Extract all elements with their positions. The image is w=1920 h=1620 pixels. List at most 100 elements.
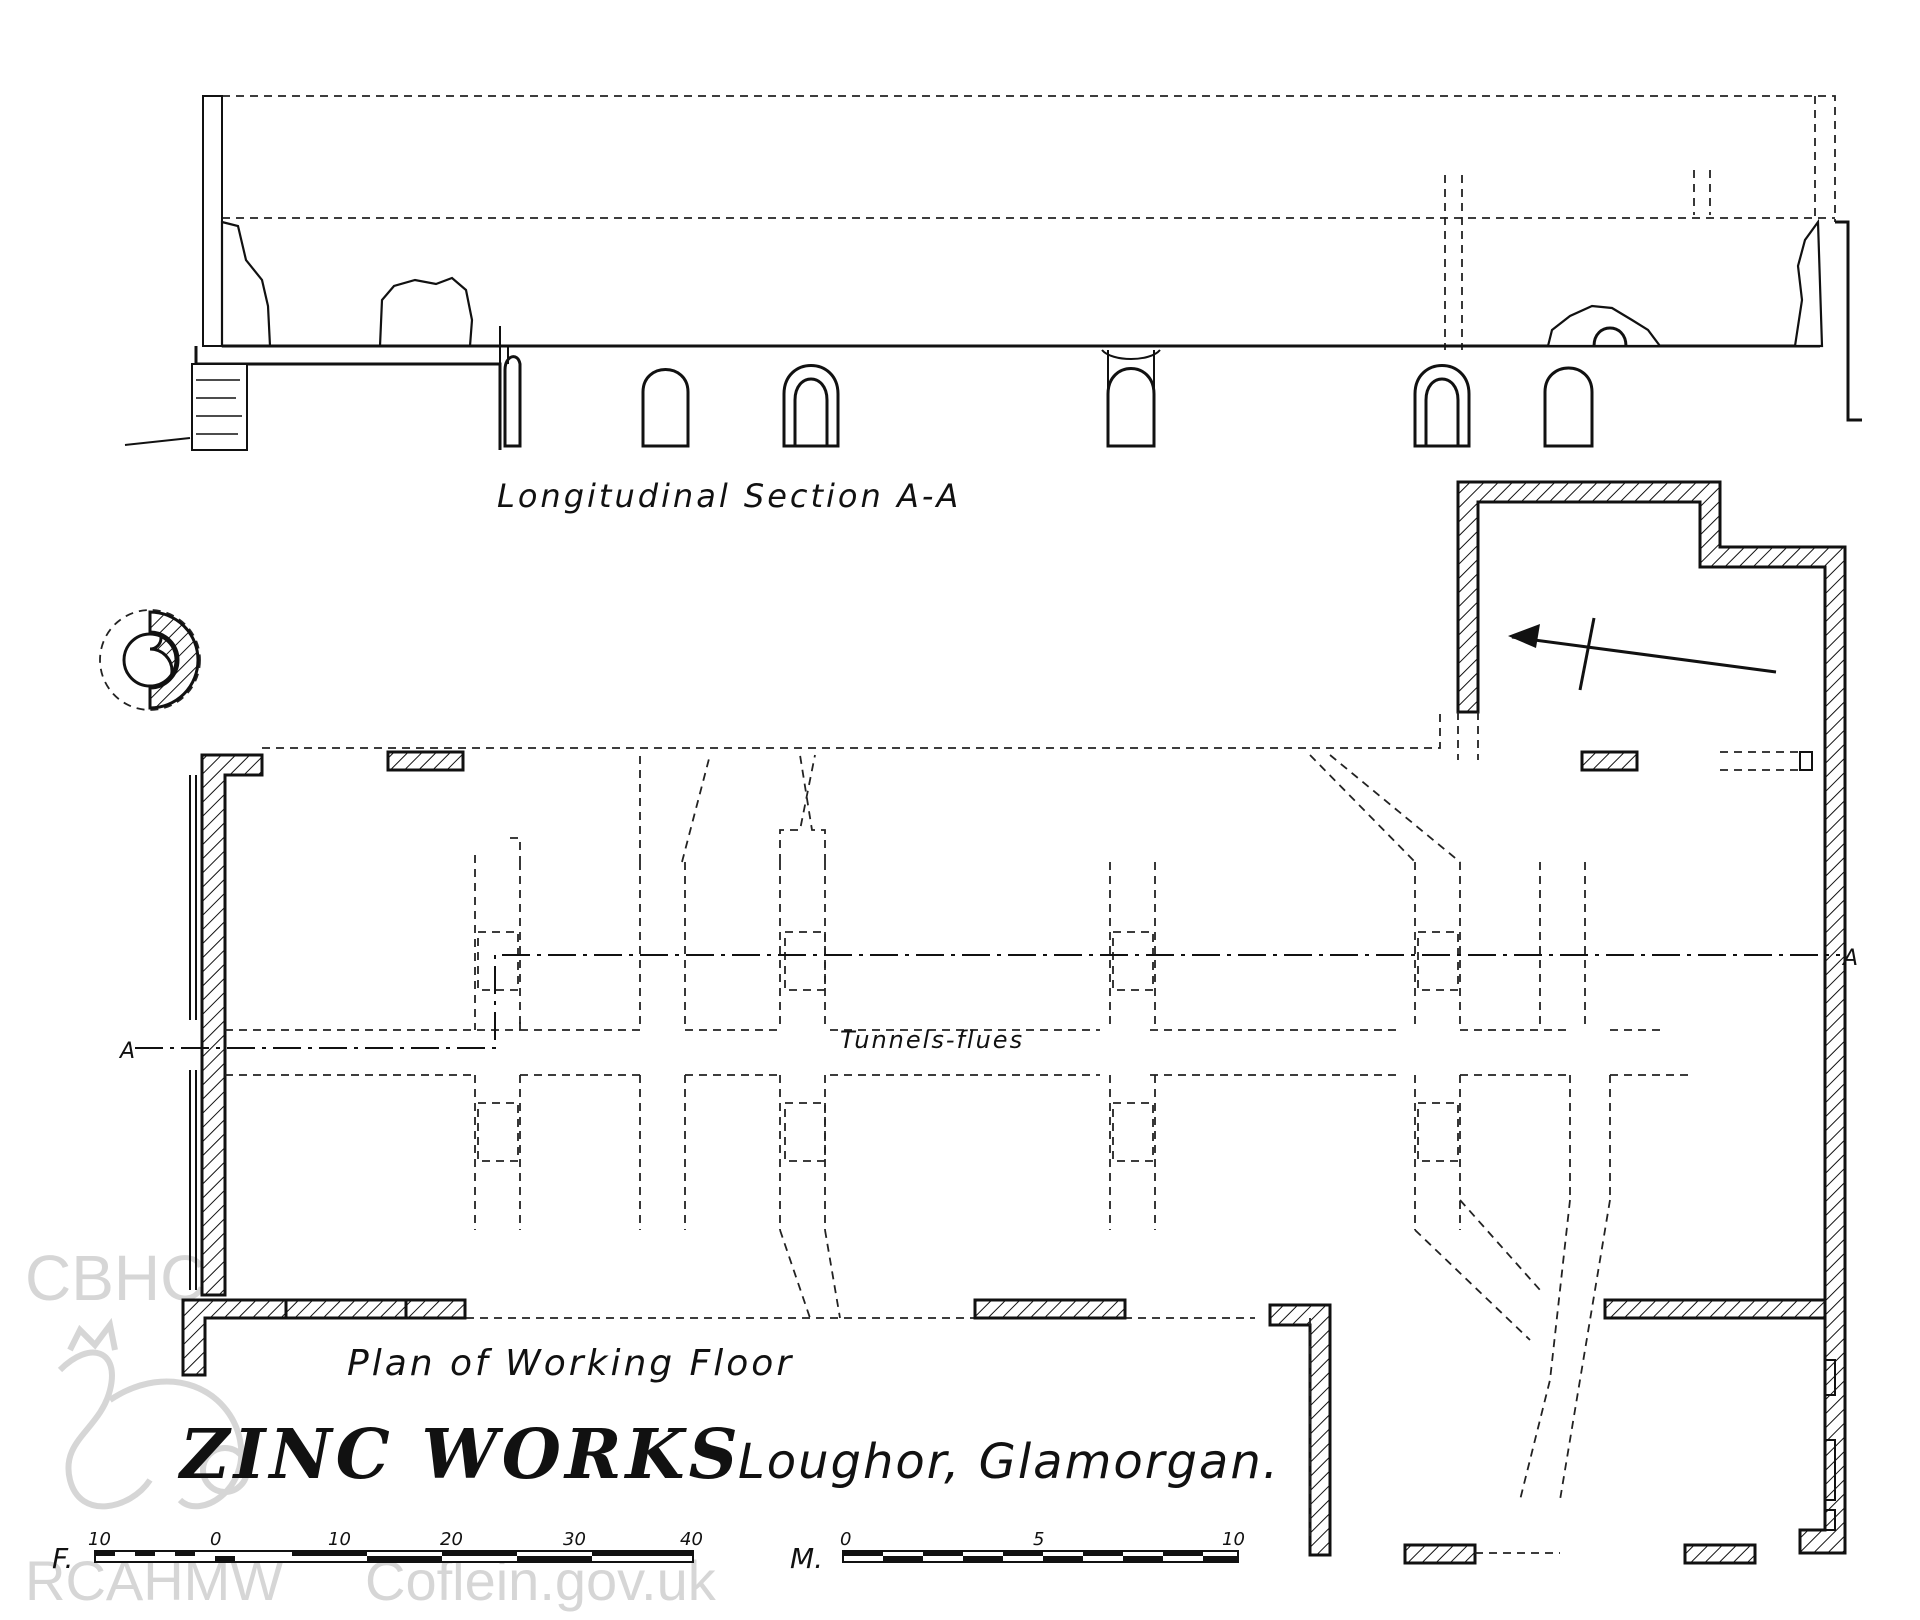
arch-opening [782,364,840,448]
plan-top-boundary [262,712,1441,749]
plan-lower-right-wall [1268,1303,1332,1557]
section-left-wall-ruin [220,220,272,348]
section-vertical-2 [1693,170,1711,215]
arch-opening-inner [793,377,829,446]
section-vertical-1 [1444,175,1463,350]
column-detail [99,609,201,711]
furnace-box [477,931,519,991]
feet-tick-label: 0 [210,1529,221,1550]
section-ground-line [124,437,191,446]
metre-scale-prefix: M. [790,1542,823,1575]
metre-tick-label: 10 [1222,1529,1245,1550]
wall-niche [1824,1359,1836,1396]
column-hatched-ring [148,610,200,710]
flue-slant [779,1229,841,1319]
flue-column [1539,862,1611,1200]
section-title: Longitudinal Section A-A [497,477,961,515]
furnace-box [1417,931,1459,991]
arch-opening [1413,364,1471,448]
flue-column [779,862,826,1230]
flue-column [639,862,686,1230]
arch-opening-inner [1424,377,1460,446]
column-outer-circle [99,609,201,711]
section-basement-block [191,363,248,451]
watermark-cbhc: CBHC [25,1242,206,1314]
section-furnace-ruin-right [1546,304,1663,348]
arch-opening [1543,366,1594,448]
section-basement-masonry [196,379,242,435]
metre-tick-label: 0 [840,1529,851,1550]
furnace-boxes [477,931,1459,1162]
section-left-wall [202,95,223,347]
plan-bottom-wall-fragment [284,1298,408,1320]
pier [1101,349,1161,360]
tunnel-horizontal [225,1020,1690,1076]
plan-annex-inner [1457,712,1479,760]
section-floor-slab [194,346,502,450]
furnace-box [784,931,826,991]
pier [1107,350,1155,394]
section-right-wall [1835,220,1862,422]
section-piers [1101,349,1161,394]
plan-annex-dashed-opening [1720,751,1800,771]
main-title: ZINC WORKS [177,1415,742,1495]
furnace-box [1417,1102,1459,1162]
arch-opening [641,368,690,448]
feet-scale-segments [95,1551,693,1562]
plan-top-wall-fragment [386,750,465,772]
furnace-box [477,1102,519,1162]
plan-bottom-stub-1 [1403,1543,1477,1565]
furnace-box [1112,931,1154,991]
section-right-wall-ruin [1793,218,1824,348]
dragon-logo-icon [57,1317,250,1510]
wall-niche [1824,1509,1836,1531]
metre-scale-segments [843,1551,1238,1562]
metre-scale-bar: M. 0 5 10 [790,1529,1245,1575]
location-subtitle: Loughor, Glamorgan. [738,1434,1280,1490]
flue-slant [1414,1199,1611,1501]
metre-tick-label: 5 [1033,1529,1044,1550]
flue-column [1414,862,1461,1230]
plan-right-wall-niches [1824,1359,1836,1531]
flue-column [474,855,521,1230]
longitudinal-section [124,95,1862,451]
plan-bottom-stub-2 [1683,1543,1757,1565]
arch-opening [503,355,522,448]
section-cut-line [135,954,1840,1049]
arch-opening [1106,367,1156,448]
section-roof-line [222,95,1836,222]
tunnels-flues-label: Tunnels-flues [840,1026,1024,1054]
feet-tick-label: 30 [563,1529,586,1550]
plan-annex-walls [1456,480,1847,1555]
plan-bottom-mid-wall [973,1298,1127,1320]
floor-plan: A A Tunnels-flues [118,480,1858,1565]
feet-tick-label: 40 [680,1529,703,1550]
section-arches [503,355,1594,448]
plan-flues [225,754,1690,1501]
plan-annex-jamb [1799,751,1813,771]
section-marker-right: A [1841,946,1858,971]
feet-tick-label: 20 [440,1529,463,1550]
feet-tick-label: 10 [328,1529,351,1550]
flue-slant [639,754,826,863]
plan-bottom-right-wall [1603,1298,1827,1320]
plan-left-wall-edge [189,775,197,1290]
flue-slant [1309,754,1461,863]
plan-title: Plan of Working Floor [347,1343,794,1384]
plan-annex-window [1580,750,1639,772]
furnace-box [784,1102,826,1162]
north-arrow-icon [1508,617,1777,691]
furnace-box [1112,1102,1154,1162]
column-inner-circle [122,632,178,688]
plan-left-wall [200,753,264,1297]
section-marker-left: A [118,1039,135,1064]
wall-niche [1824,1439,1836,1501]
feet-tick-label: 10 [88,1529,111,1550]
section-furnace-ruin-arch [1592,326,1628,347]
flue-stub [510,837,521,862]
flue-column [1109,862,1156,1230]
feet-scale-bar: F. 10 0 10 20 30 40 [52,1529,703,1575]
section-furnace-ruin-left [378,276,474,348]
feet-scale-prefix: F. [52,1542,73,1575]
